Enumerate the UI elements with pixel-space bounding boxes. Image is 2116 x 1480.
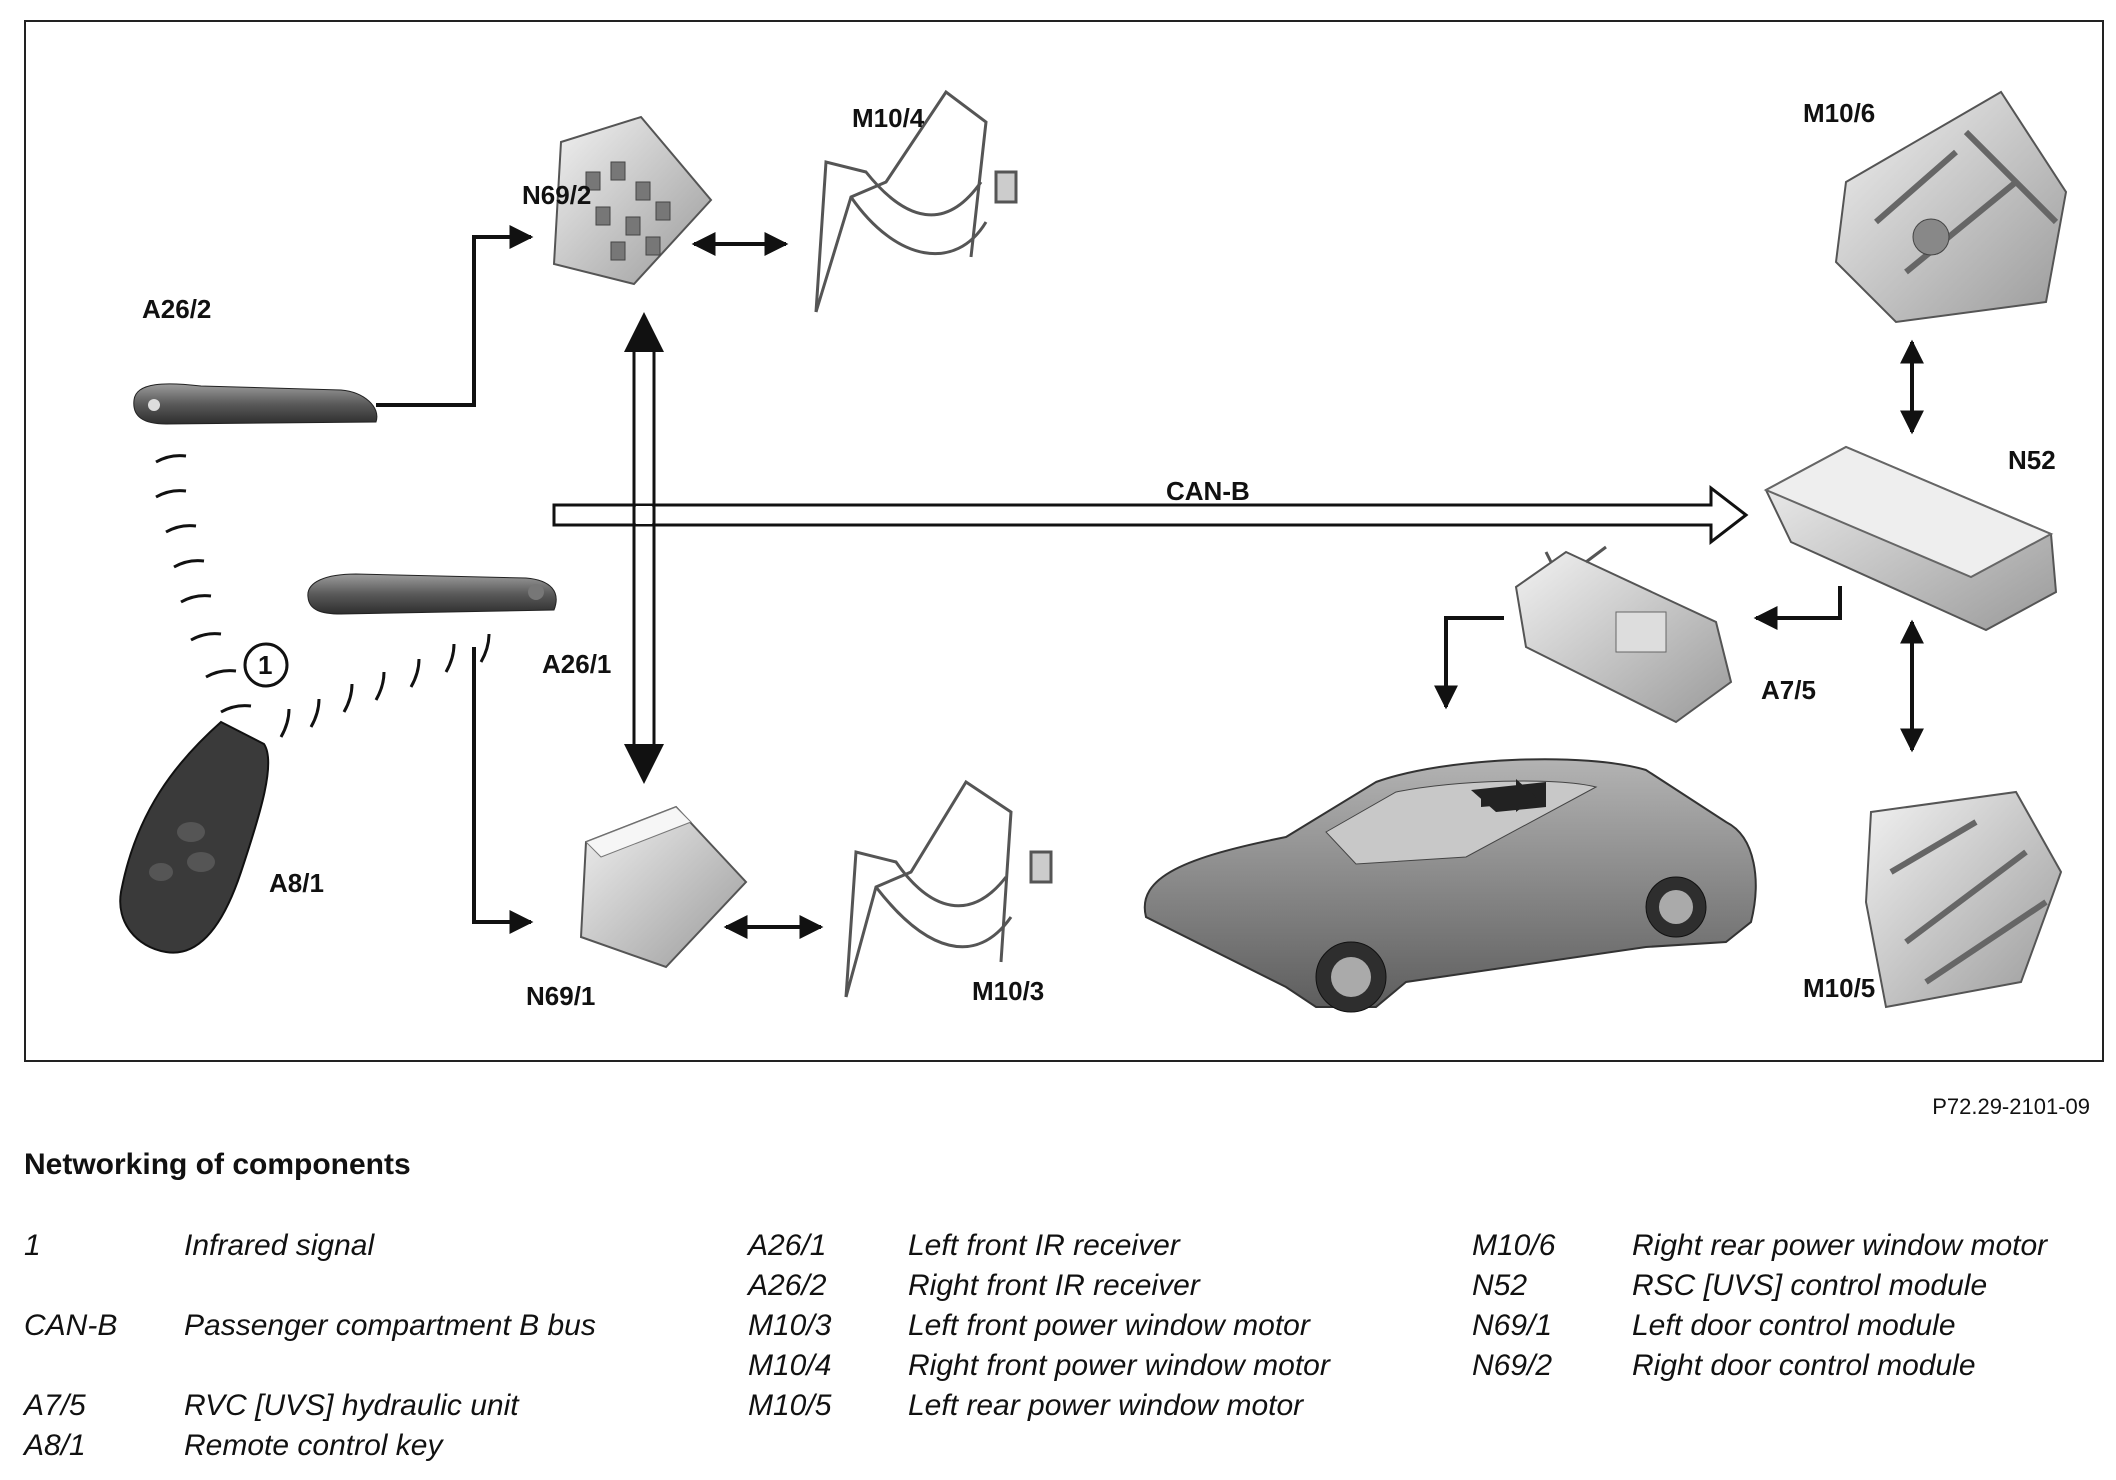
- legend-column-2: A26/1 Left front IR receiver A26/2 Right…: [748, 1226, 1330, 1426]
- legend-code: A8/1: [24, 1429, 86, 1462]
- legend-row: A7/5 RVC [UVS] hydraulic unit: [24, 1386, 596, 1426]
- legend-code: 1: [24, 1229, 41, 1262]
- legend-column-1: 1 Infrared signal CAN-B Passenger compar…: [24, 1226, 596, 1466]
- legend-row: M10/3 Left front power window motor: [748, 1306, 1330, 1346]
- label-a26-2: A26/2: [142, 294, 211, 324]
- legend-desc: RSC [UVS] control module: [1632, 1269, 1988, 1302]
- m10-3-component: [844, 779, 1053, 998]
- n52-component: [1763, 445, 2058, 632]
- label-m10-4: M10/4: [852, 103, 925, 133]
- can-b-bus: [552, 312, 1749, 784]
- legend-column-3: M10/6 Right rear power window motor N52 …: [1472, 1226, 2047, 1386]
- legend-row: M10/5 Left rear power window motor: [748, 1386, 1330, 1426]
- legend-desc: Remote control key: [184, 1429, 443, 1462]
- legend-row: A8/1 Remote control key: [24, 1426, 596, 1466]
- legend-code: N52: [1472, 1269, 1528, 1302]
- label-n69-2: N69/2: [522, 180, 591, 210]
- a26-2-to-n69-2-line: [376, 225, 534, 407]
- label-n52: N52: [2008, 445, 2056, 475]
- signal-callout-circle: [243, 642, 289, 688]
- a26-1-handle: [307, 573, 557, 615]
- legend-desc: Right front power window motor: [908, 1349, 1330, 1382]
- label-a26-1: A26/1: [542, 649, 611, 679]
- label-can-b: CAN-B: [1166, 476, 1250, 506]
- legend-row: CAN-B Passenger compartment B bus: [24, 1306, 596, 1346]
- infrared-signal-arcs: [155, 454, 491, 738]
- legend-code: M10/5: [748, 1389, 832, 1422]
- legend-desc: Right door control module: [1632, 1349, 1976, 1382]
- label-n69-1: N69/1: [526, 981, 595, 1011]
- legend-code: CAN-B: [24, 1309, 118, 1342]
- legend-row: A26/1 Left front IR receiver: [748, 1226, 1330, 1266]
- label-a8-1: A8/1: [269, 868, 324, 898]
- legend-desc: Left rear power window motor: [908, 1389, 1304, 1422]
- diagram-frame: N69/2 M10/4 M10/6 A26/2 CAN-B N52 A26/1 …: [24, 20, 2104, 1062]
- a7-5-car-line: [1434, 616, 1504, 710]
- legend-desc: Infrared signal: [184, 1229, 375, 1262]
- label-m10-6: M10/6: [1803, 98, 1875, 128]
- n52-a7-5-line: [1753, 586, 1842, 630]
- legend-row: 1 Infrared signal: [24, 1226, 596, 1266]
- legend-desc: RVC [UVS] hydraulic unit: [184, 1389, 519, 1422]
- label-a7-5: A7/5: [1761, 675, 1816, 705]
- legend-desc: Left front power window motor: [908, 1309, 1310, 1342]
- legend-code: N69/1: [1472, 1309, 1553, 1342]
- legend-code: A26/2: [748, 1269, 827, 1302]
- label-signal-1: 1: [258, 650, 272, 680]
- n69-1-component: [579, 805, 748, 969]
- legend-code: M10/3: [748, 1309, 832, 1342]
- legend-row: M10/6 Right rear power window motor: [1472, 1226, 2047, 1266]
- legend-code: A7/5: [24, 1389, 86, 1422]
- legend-row: A26/2 Right front IR receiver: [748, 1266, 1330, 1306]
- car-image: [1143, 758, 1757, 1013]
- network-diagram: N69/2 M10/4 M10/6 A26/2 CAN-B N52 A26/1 …: [119, 89, 2068, 1013]
- legend-desc: Left front IR receiver: [908, 1229, 1180, 1262]
- legend-row: M10/4 Right front power window motor: [748, 1346, 1330, 1386]
- label-m10-5: M10/5: [1803, 973, 1875, 1003]
- legend-code: N69/2: [1472, 1349, 1553, 1382]
- legend-desc: Passenger compartment B bus: [184, 1309, 596, 1342]
- label-m10-3: M10/3: [972, 976, 1044, 1006]
- n69-2-component: [552, 115, 713, 286]
- m10-6-component: [1834, 90, 2068, 324]
- legend-code: M10/4: [748, 1349, 832, 1382]
- legend-title: Networking of components: [24, 1148, 411, 1181]
- legend-row: N69/1 Left door control module: [1472, 1306, 2047, 1346]
- legend-code: A26/1: [748, 1229, 827, 1262]
- figure-id: P72.29-2101-09: [1932, 1094, 2090, 1119]
- a8-1-key: [119, 720, 270, 954]
- legend-code: M10/6: [1472, 1229, 1556, 1262]
- legend-row: N69/2 Right door control module: [1472, 1346, 2047, 1386]
- legend-desc: Right front IR receiver: [908, 1269, 1200, 1302]
- legend-desc: Left door control module: [1632, 1309, 1956, 1342]
- connection-lines: [376, 225, 1924, 939]
- m10-5-component: [1864, 790, 2063, 1009]
- legend-desc: Right rear power window motor: [1632, 1229, 2048, 1262]
- legend-row: N52 RSC [UVS] control module: [1472, 1266, 2047, 1306]
- a7-5-component: [1514, 545, 1733, 724]
- a26-2-handle: [133, 383, 378, 425]
- a26-1-to-n69-1-line: [472, 647, 534, 934]
- m10-4-component: [814, 89, 1018, 313]
